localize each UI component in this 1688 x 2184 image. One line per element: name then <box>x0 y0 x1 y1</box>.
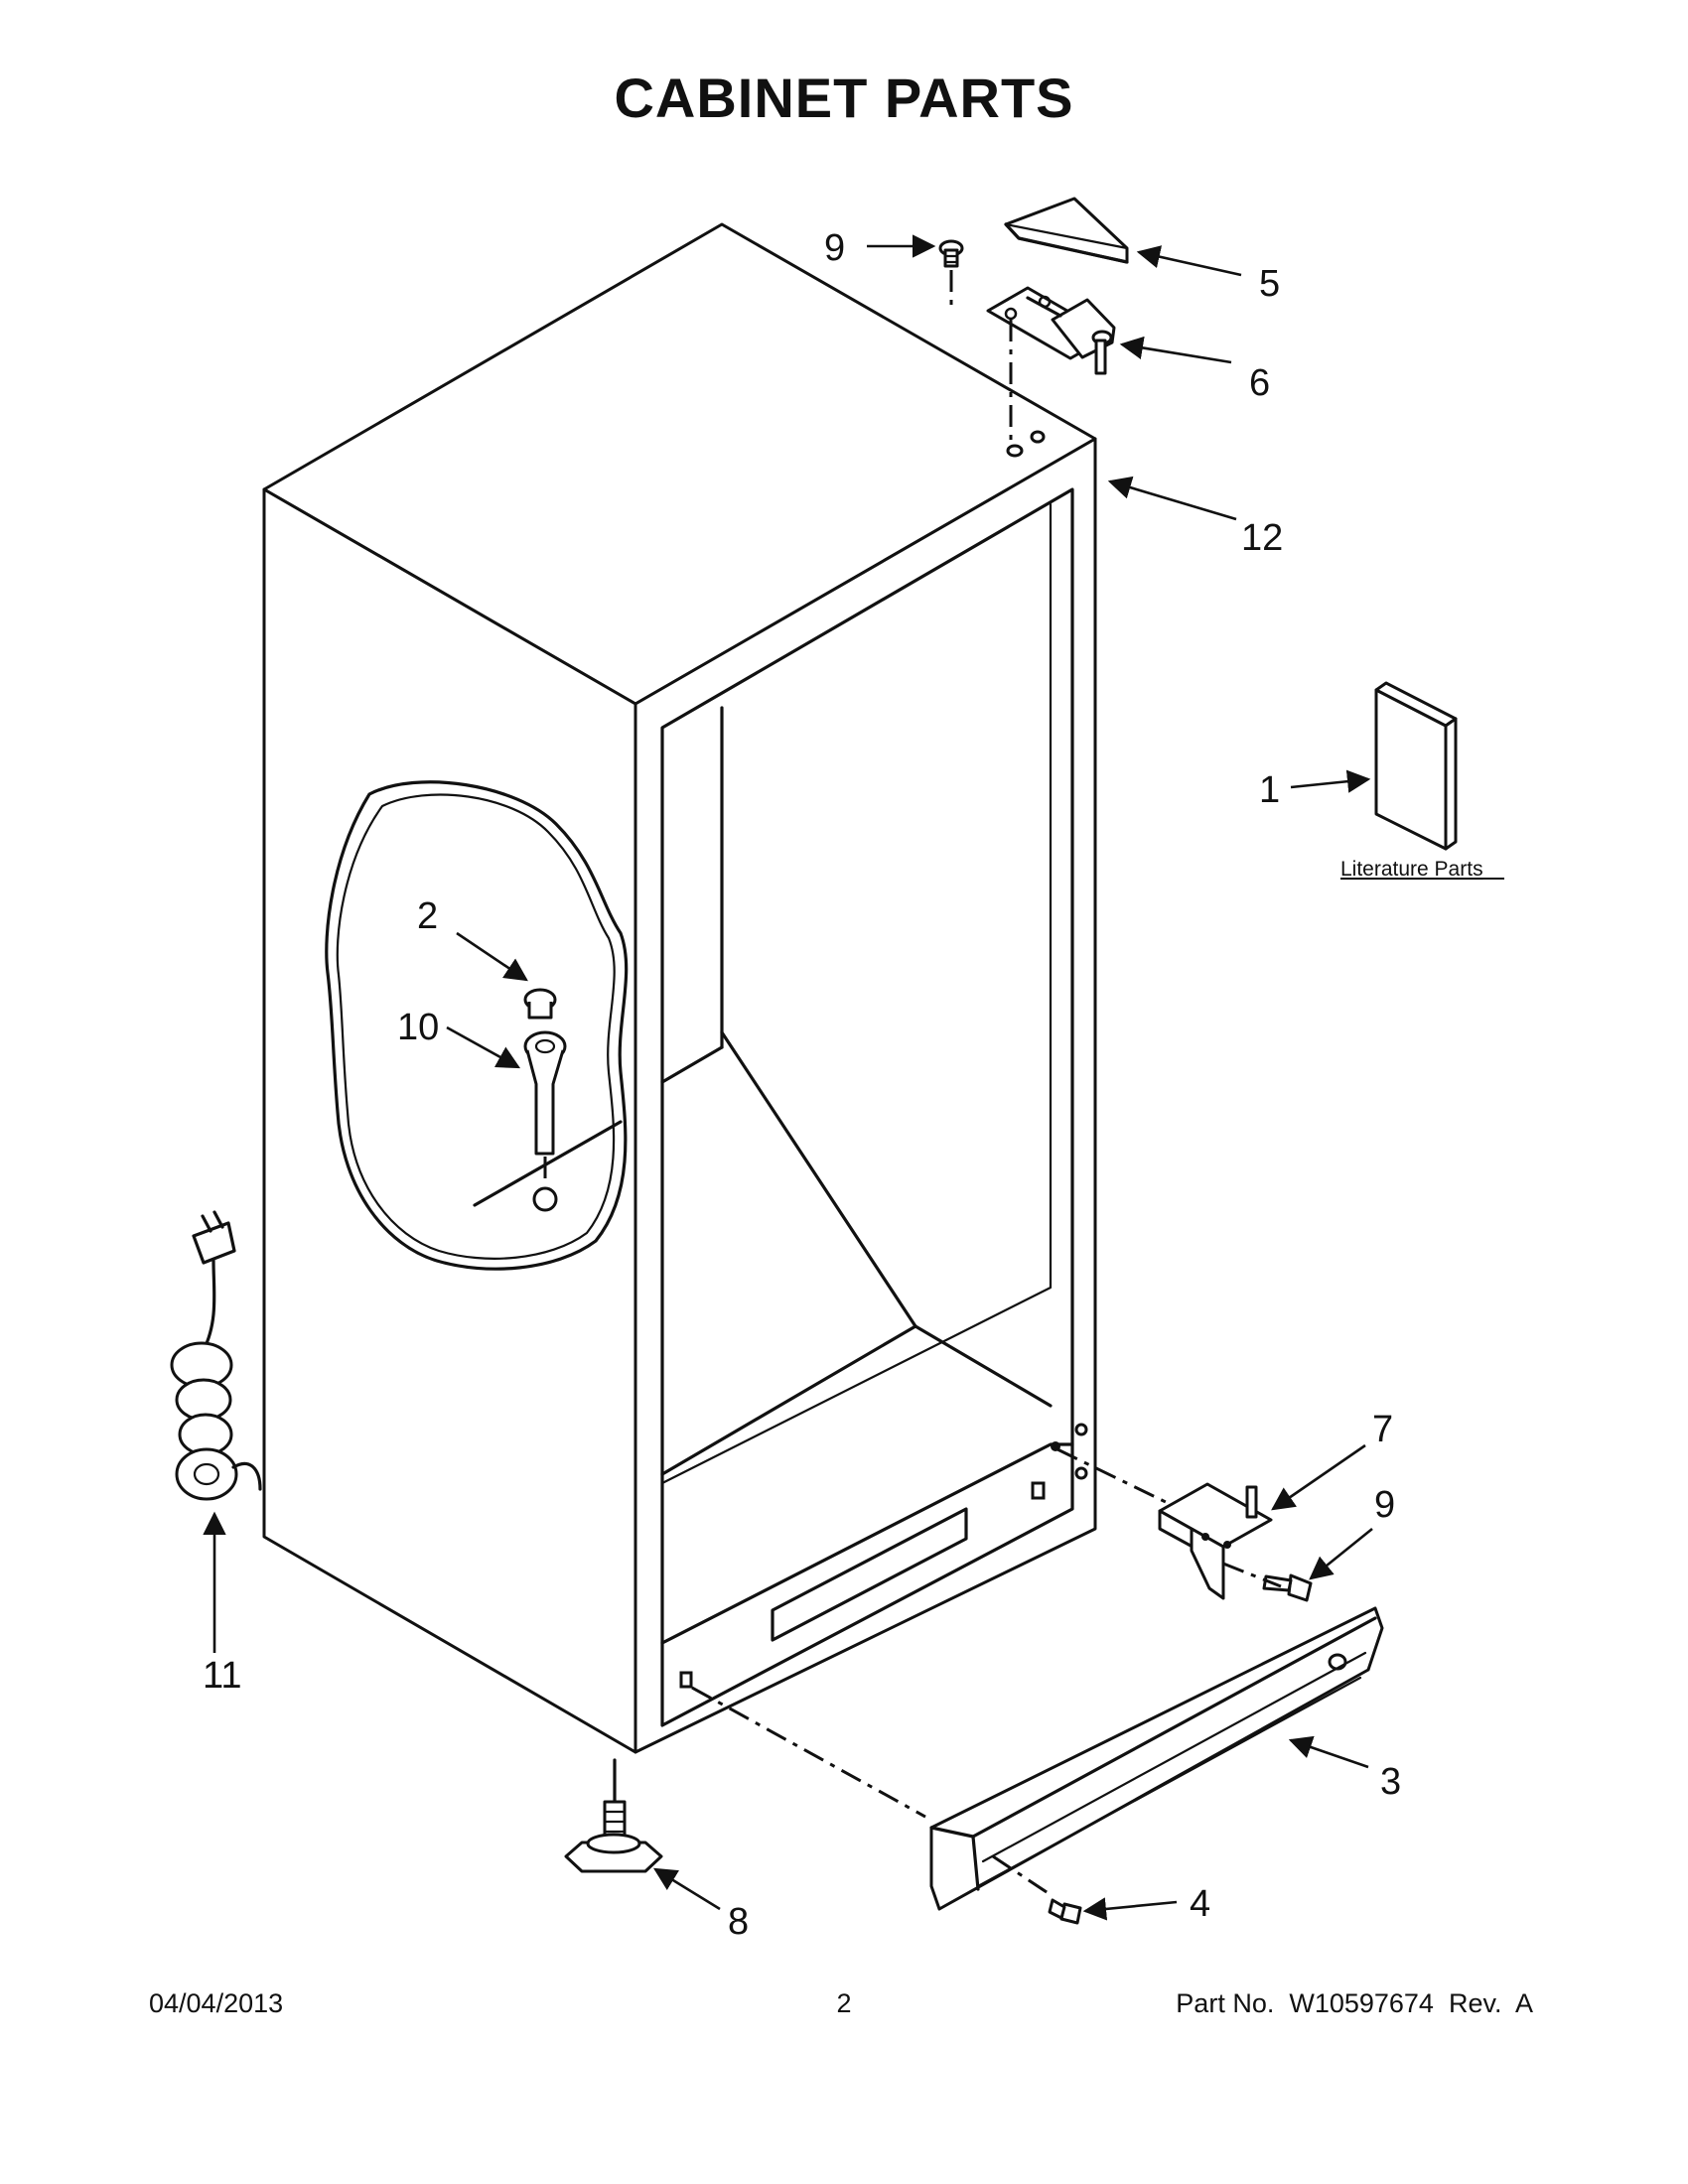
page-title: CABINET PARTS <box>614 67 1074 129</box>
top-hinge <box>986 286 1116 375</box>
callout-6: 6 <box>1249 362 1270 404</box>
callout-10: 10 <box>397 1007 439 1048</box>
callout-11: 11 <box>203 1655 241 1697</box>
leveling-leg <box>564 1758 663 1873</box>
literature-parts-label: Literature Parts <box>1340 858 1483 881</box>
assembly-lines <box>691 270 1282 1898</box>
power-cord <box>170 1210 262 1501</box>
leader-arrows <box>203 234 1373 1921</box>
cabinet-body <box>262 222 1097 1754</box>
footer-date: 04/04/2013 <box>149 1988 284 2018</box>
bottom-hinge <box>1158 1482 1273 1600</box>
callout-3: 3 <box>1380 1761 1401 1803</box>
callout-9-bottom: 9 <box>1374 1484 1395 1526</box>
callout-9-top: 9 <box>824 227 845 269</box>
callout-12: 12 <box>1241 517 1283 559</box>
footer-part-number: Part No. W10597674 Rev. A <box>1176 1988 1533 2018</box>
toe-grille <box>929 1606 1384 1911</box>
callout-4: 4 <box>1190 1883 1210 1925</box>
footer-page-number: 2 <box>836 1988 852 2018</box>
drain-tube <box>523 1030 567 1212</box>
callout-2: 2 <box>417 895 438 937</box>
literature-book <box>1374 681 1458 851</box>
screw-bottom-hinge <box>1262 1573 1313 1602</box>
callout-1: 1 <box>1259 769 1280 811</box>
callout-5: 5 <box>1259 263 1280 305</box>
callout-8: 8 <box>728 1901 749 1943</box>
callout-7: 7 <box>1372 1409 1393 1450</box>
screw-top <box>938 239 964 268</box>
hinge-cover <box>1004 197 1129 264</box>
grille-screw <box>1048 1898 1082 1925</box>
drain-plug <box>523 988 557 1020</box>
